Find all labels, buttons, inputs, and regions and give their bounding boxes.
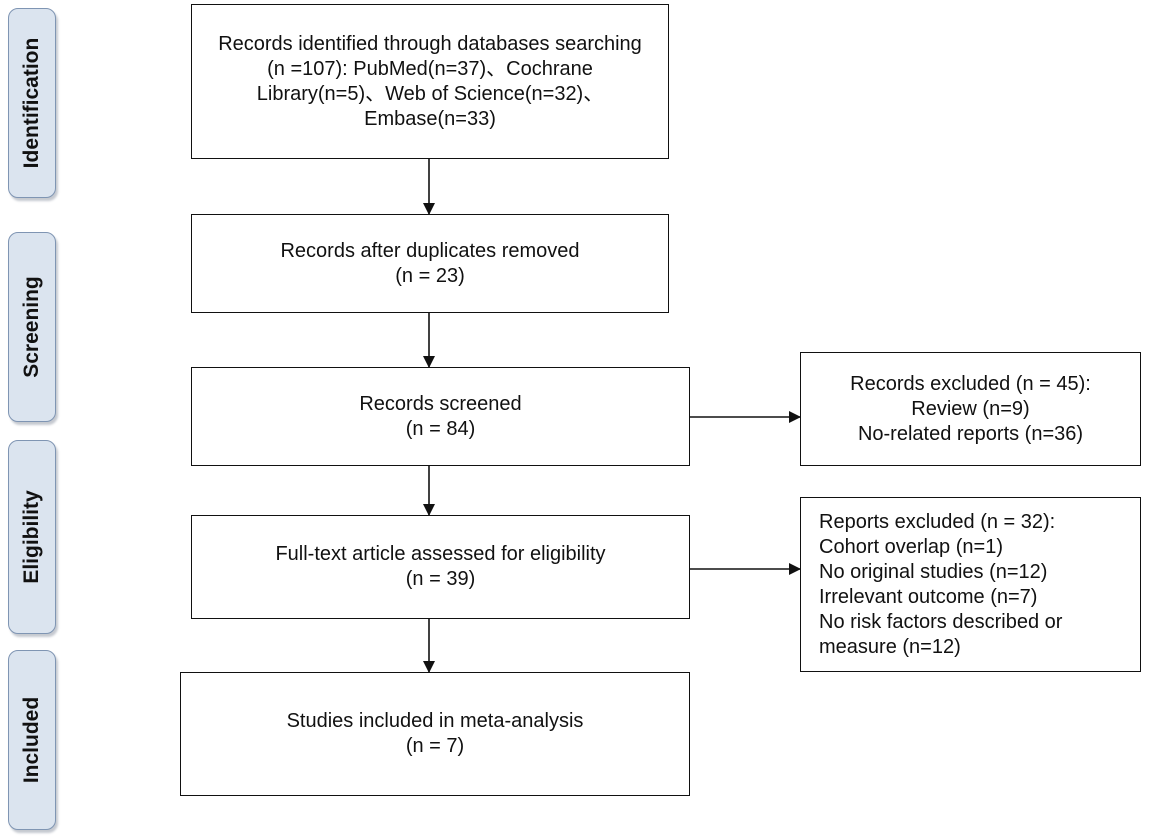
box-records-excluded: Records excluded (n = 45): Review (n=9) … [800,352,1141,466]
identified-line-1: Records identified through databases sea… [218,32,642,55]
stage-included: Included [8,650,56,830]
reports-excluded-line-6: measure (n=12) [819,635,961,658]
box-reports-excluded: Reports excluded (n = 32): Cohort overla… [800,497,1141,672]
full-text-line-2: (n = 39) [405,568,476,590]
reports-excluded-line-4: Irrelevant outcome (n=7) [819,585,1038,608]
box-records-screened: Records screened (n = 84) [191,367,690,466]
duplicates-line-2: (n = 23) [395,264,465,287]
identified-line-4: Embase(n=33) [364,107,496,130]
full-text-line-1: Full-text article assessed for eligibili… [275,543,606,565]
reports-excluded-line-1: Reports excluded (n = 32): [819,510,1056,533]
stage-eligibility: Eligibility [8,440,56,634]
box-duplicates-removed: Records after duplicates removed (n = 23… [191,214,669,313]
box-full-text-assessed: Full-text article assessed for eligibili… [191,515,690,619]
records-excluded-line-3: No-related reports (n=36) [857,422,1084,445]
screened-line-1: Records screened [359,392,522,415]
reports-excluded-line-2: Cohort overlap (n=1) [819,535,1003,558]
reports-excluded-line-3: No original studies (n=12) [819,560,1048,583]
stage-identification: Identification [8,8,56,198]
box-records-identified: Records identified through databases sea… [191,4,669,159]
reports-excluded-line-5: No risk factors described or [819,610,1063,633]
identified-line-3: Library(n=5)、Web of Science(n=32)、 [256,82,604,105]
records-excluded-line-2: Review (n=9) [911,397,1030,420]
records-excluded-line-1: Records excluded (n = 45): [850,372,1091,395]
stage-screening: Screening [8,232,56,422]
included-line-1: Studies included in meta-analysis [286,710,584,732]
duplicates-line-1: Records after duplicates removed [280,239,580,262]
included-line-2: (n = 7) [405,735,465,757]
identified-line-2: (n =107): PubMed(n=37)、Cochrane [267,57,593,80]
box-studies-included: Studies included in meta-analysis (n = 7… [180,672,690,796]
screened-line-2: (n = 84) [405,417,476,440]
